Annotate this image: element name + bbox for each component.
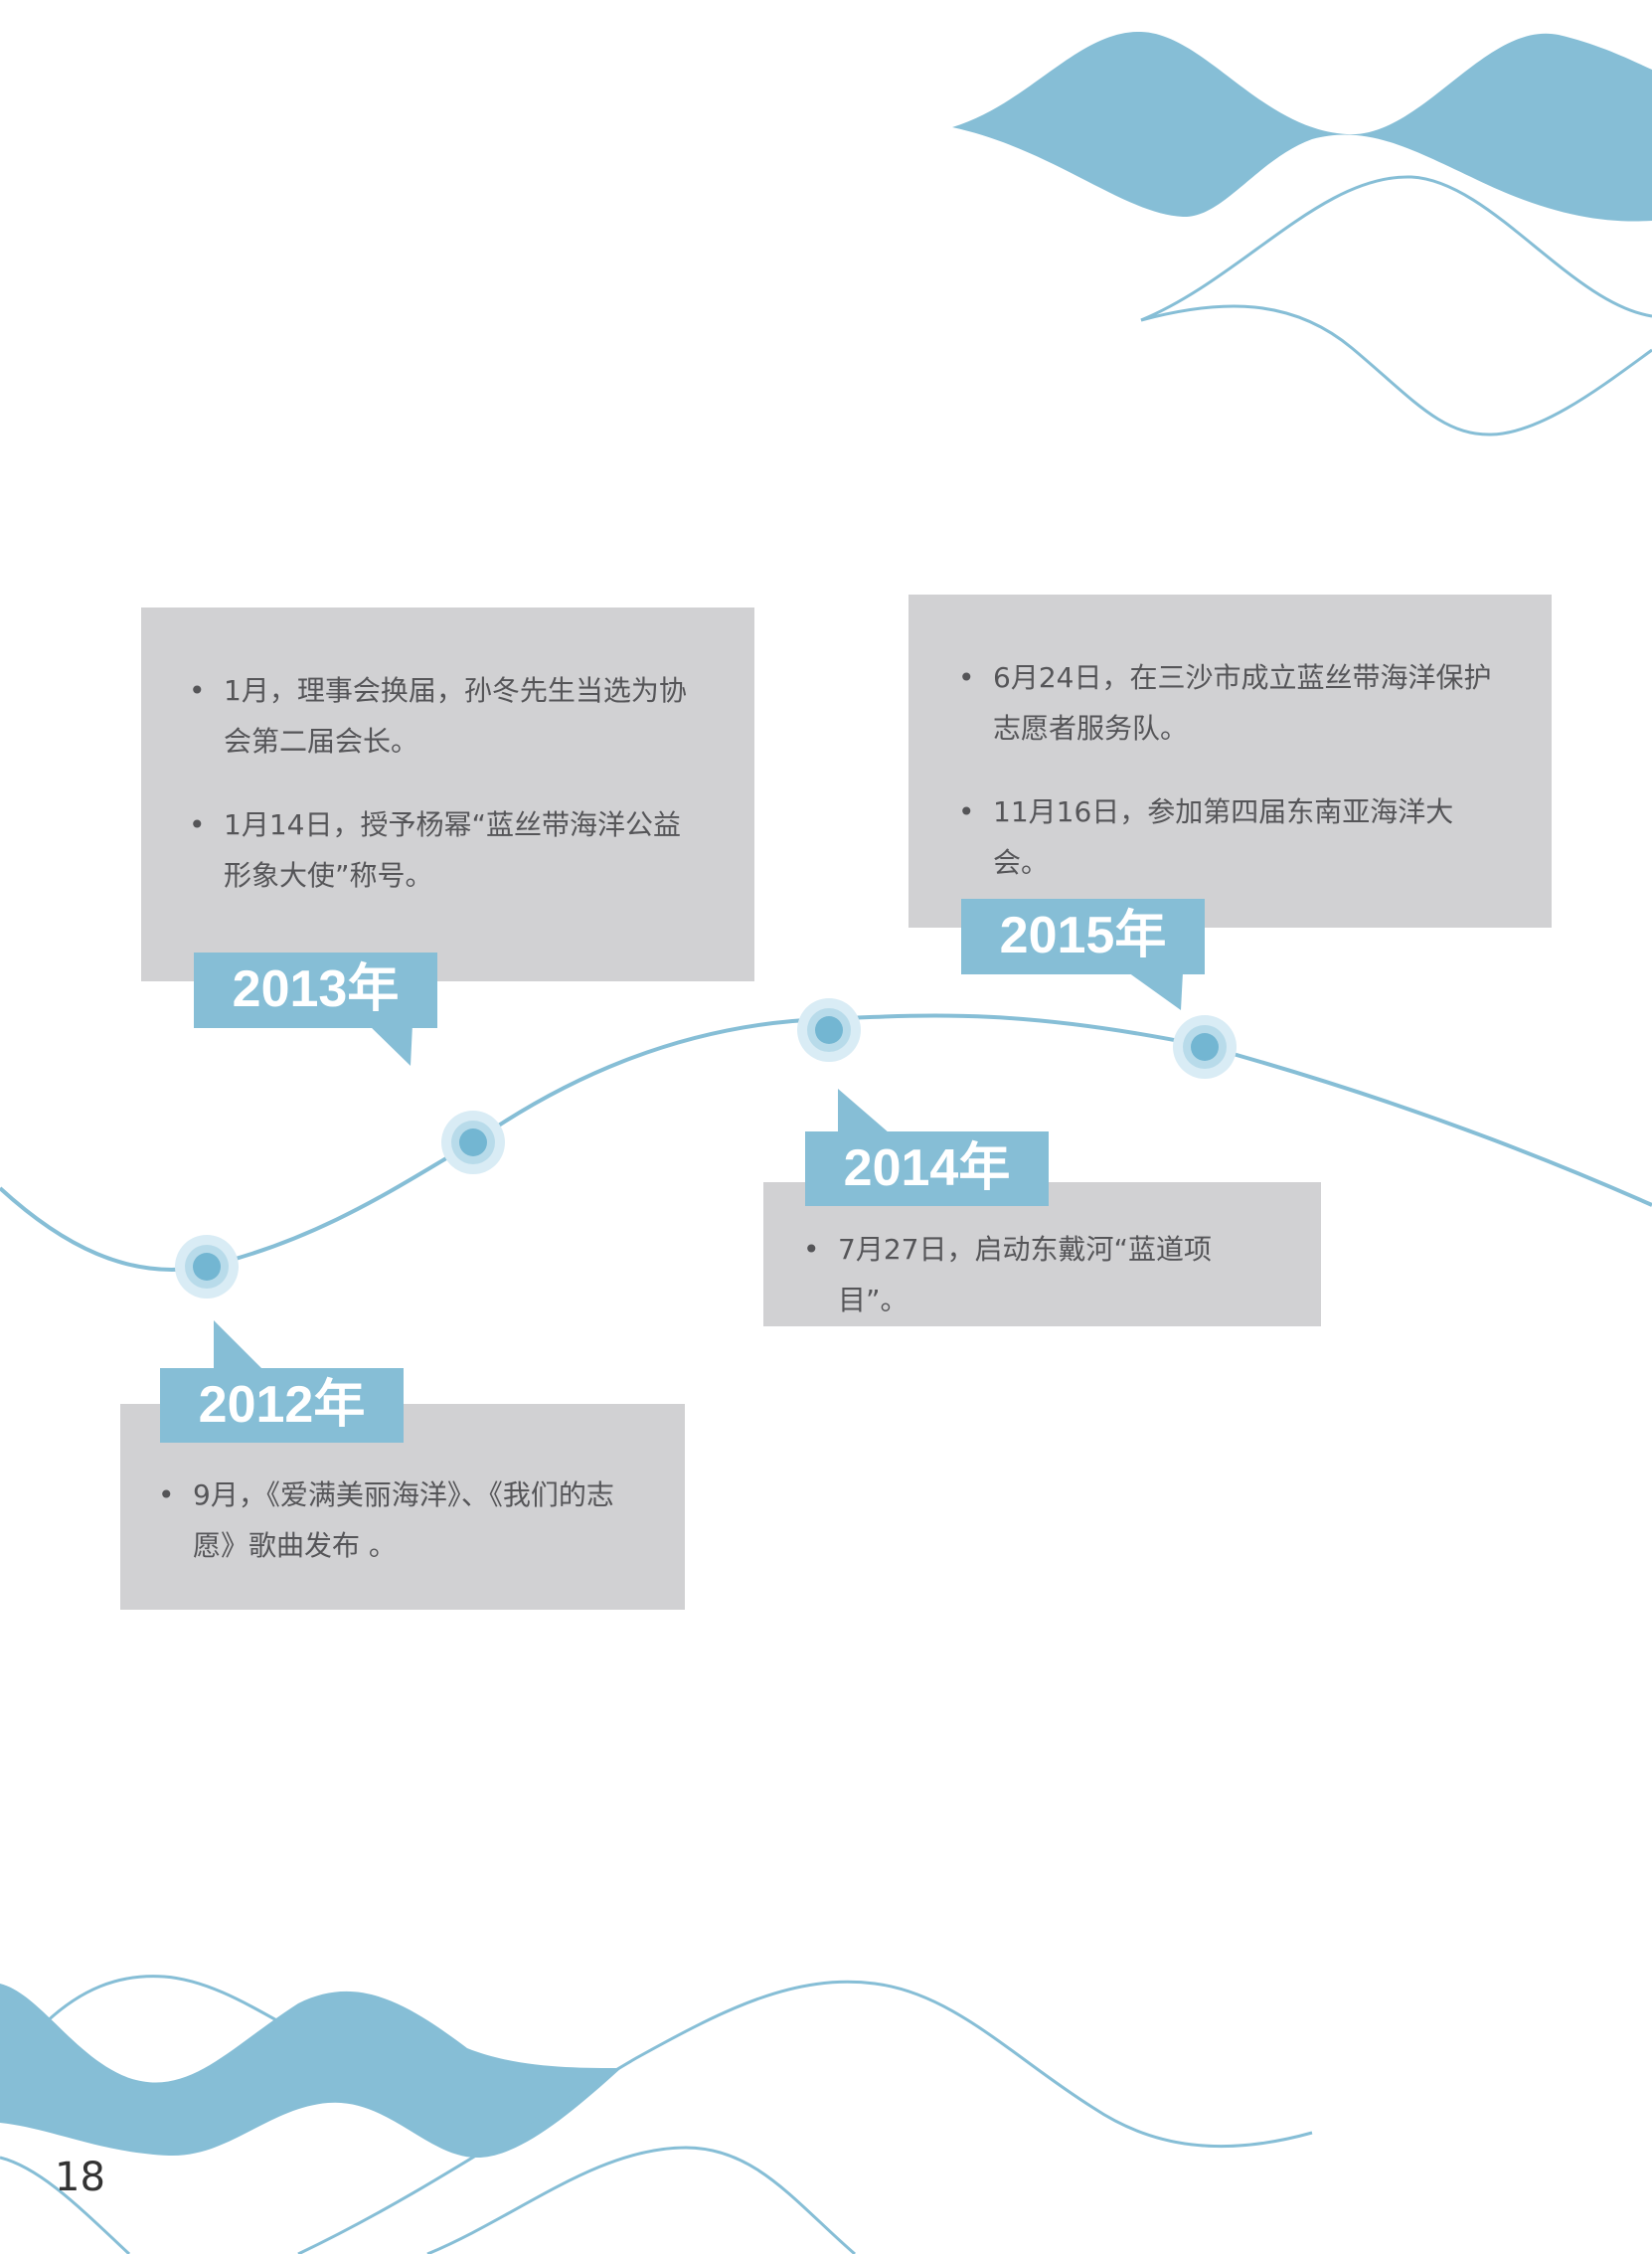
top-wave-line-2 — [1140, 304, 1652, 436]
event-item: 1月14日，授予杨幂“蓝丝带海洋公益形象大使”称号。 — [189, 799, 695, 901]
event-item: 11月16日，参加第四届东南亚海洋大会。 — [958, 786, 1492, 888]
label-2015-pointer — [1128, 972, 1183, 1010]
label-2013-pointer — [368, 1024, 413, 1066]
event-box-2013: 1月，理事会换届，孙冬先生当选为协会第二届会长。 1月14日，授予杨幂“蓝丝带海… — [141, 607, 754, 981]
bottom-wave-line-1 — [38, 1975, 329, 2050]
event-item: 9月，《爱满美丽海洋》、《我们的志愿》歌曲发布 。 — [158, 1470, 630, 1571]
timeline-node-2013 — [441, 1111, 505, 1174]
timeline-node-2014 — [797, 998, 861, 1062]
bottom-wave-line-4 — [0, 2156, 131, 2254]
top-wave-filled — [952, 31, 1652, 222]
event-item: 7月27日，启动东戴河“蓝道项目”。 — [803, 1224, 1281, 1325]
top-wave-line-1 — [1140, 175, 1652, 322]
event-item: 1月，理事会换届，孙冬先生当选为协会第二届会长。 — [189, 665, 695, 767]
label-2014-pointer — [838, 1089, 890, 1133]
event-box-2014: 7月27日，启动东戴河“蓝道项目”。 — [763, 1182, 1321, 1326]
bottom-wave-filled — [0, 1984, 621, 2158]
year-label-2012: 2012年 — [160, 1368, 404, 1443]
page-number: 18 — [55, 2155, 105, 2200]
event-box-2015: 6月24日，在三沙市成立蓝丝带海洋保护志愿者服务队。 11月16日，参加第四届东… — [909, 595, 1552, 928]
label-2012-pointer — [214, 1320, 263, 1370]
year-label-2015: 2015年 — [961, 899, 1205, 974]
timeline-node-2012 — [175, 1235, 239, 1299]
bottom-wave-line-3 — [426, 2146, 856, 2254]
year-label-2014: 2014年 — [805, 1131, 1049, 1206]
event-item: 6月24日，在三沙市成立蓝丝带海洋保护志愿者服务队。 — [958, 652, 1492, 754]
year-label-2013: 2013年 — [194, 953, 437, 1028]
bottom-wave-line-2 — [297, 1980, 1313, 2254]
timeline-node-2015 — [1173, 1015, 1237, 1079]
